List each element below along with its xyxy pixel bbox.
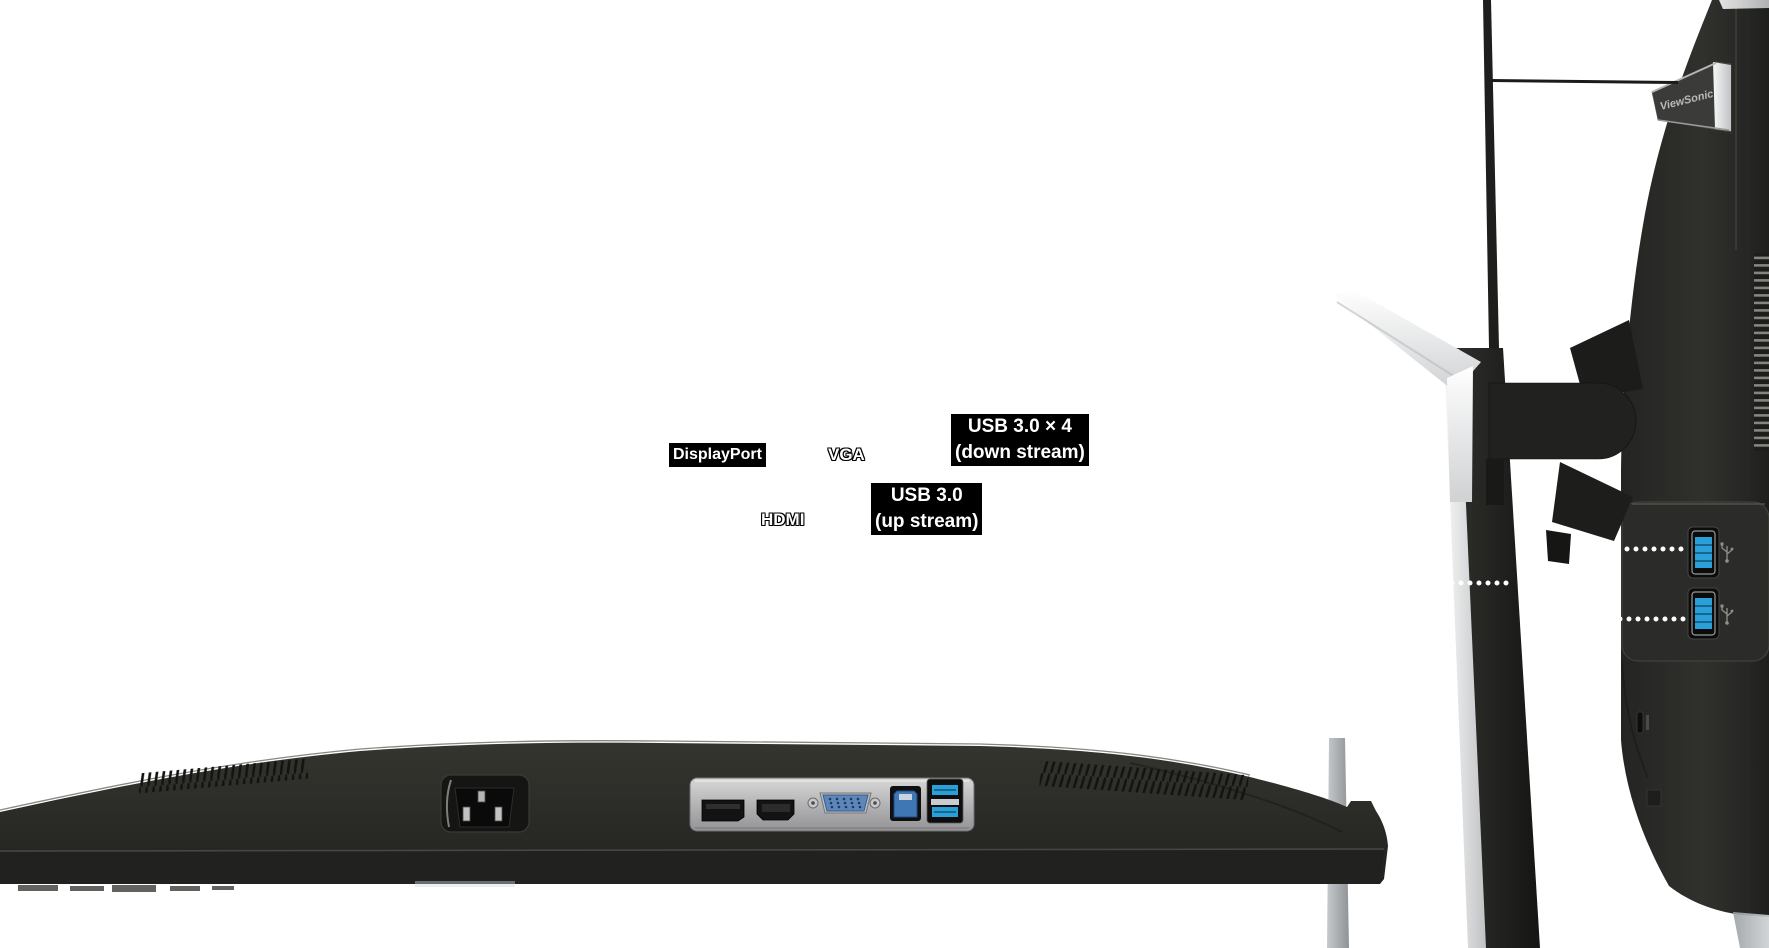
dotted-leader-lines [1431,546,1689,622]
vga-label: VGA [828,445,865,464]
side-body [1621,0,1769,917]
speaker-grille-right [1039,760,1249,801]
hdmi-label: HDMI [761,510,805,529]
usb-upstream-label-line2: (up stream) [875,511,979,532]
kensington-lock-slot [1636,711,1662,807]
stand-leg [1333,289,1481,392]
floor-reflection [18,881,515,892]
power-inlet [440,774,530,833]
usb-downstream-label-line2: (down stream) [955,442,1085,463]
front-bezel-face [0,850,1384,884]
monitor-foot [1733,912,1769,948]
bottom-view-monitor [0,740,1388,892]
usb-upstream-label-line1: USB 3.0 [890,485,963,506]
usb-trident-icon [1720,542,1734,563]
usb-b-upstream-connector [890,786,921,821]
speaker-grille-left [137,758,309,794]
viewsonic-badge: ViewSonic [1651,61,1732,133]
vent-grille [1754,253,1769,451]
pivot-arm [1488,382,1637,460]
stand-leg-lower [1447,366,1473,502]
usb-downstream-label: USB 3.0 × 4 (down stream) [951,414,1089,466]
stand-arm-assembly [1333,289,1643,564]
displayport-label: DisplayPort [669,443,766,467]
io-port-panel [689,777,975,832]
arm-lower-strip [1486,459,1504,505]
vga-connector [807,792,881,814]
usb-a-downstream-ports [926,778,964,824]
displayport-connector [701,799,745,822]
hdmi-connector [756,799,795,821]
side-usb-port-2 [1687,587,1720,640]
top-silver-cap [1719,0,1769,9]
arm-hinge-knob [1546,530,1571,564]
side-usb-compartment [1621,501,1769,662]
side-view-monitor: ViewSonic [1333,0,1769,948]
arm-lower-bracket [1552,462,1633,541]
body-lower-seam [1621,660,1649,779]
usb-trident-icon [1720,604,1734,625]
usb-downstream-label-line1: USB 3.0 × 4 [967,416,1072,437]
arm-upper-bracket [1570,320,1643,399]
front-bezel-seam [0,848,1385,852]
side-usb-port-1 [1687,526,1720,579]
usb-upstream-label: USB 3.0 (up stream) [871,483,983,535]
